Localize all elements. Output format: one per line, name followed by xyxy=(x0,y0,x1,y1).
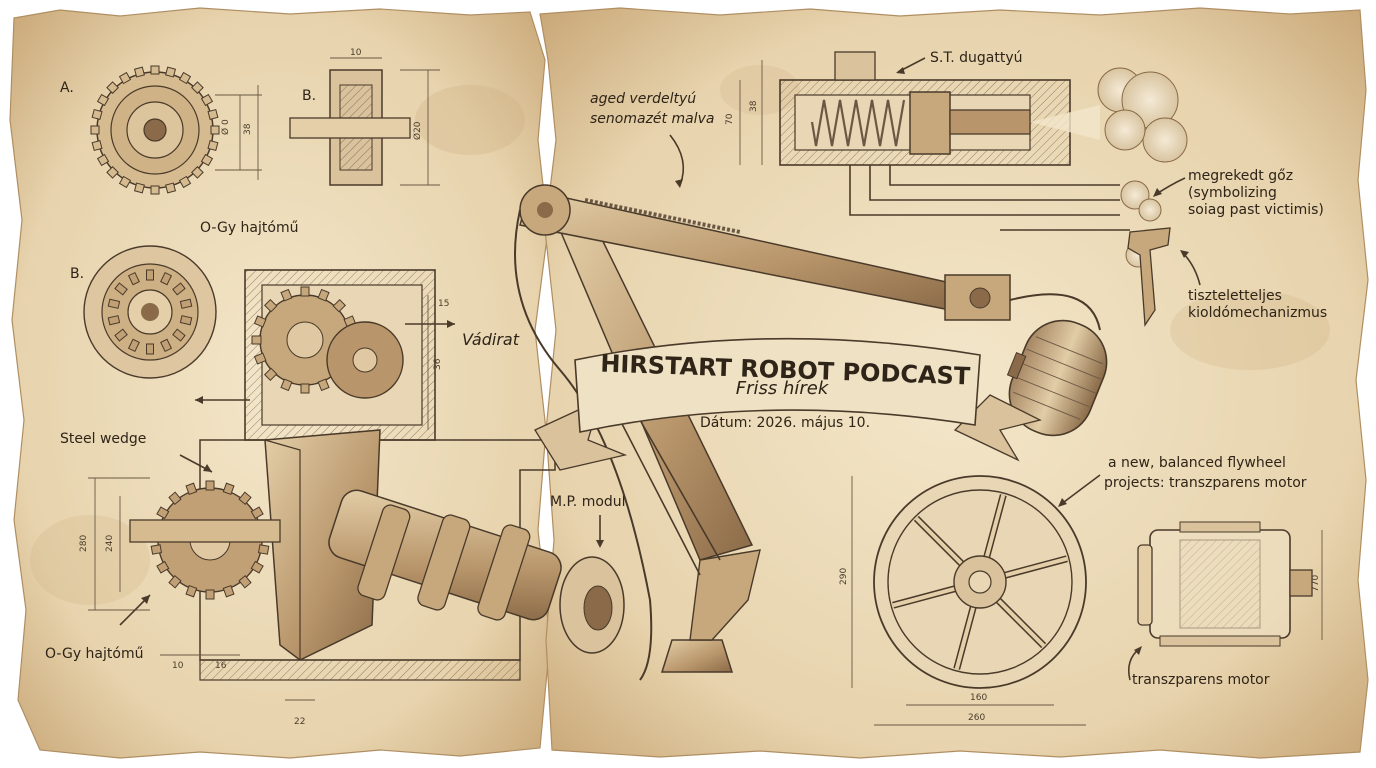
dim-38-piston: 38 xyxy=(749,100,759,112)
label-st-dugattyu: S.T. dugattyú xyxy=(930,50,1023,66)
gear-a-drawing: A. Ø 0 38 xyxy=(60,65,262,195)
banner-subtitle: Friss hírek xyxy=(736,378,830,399)
microphone-icon xyxy=(1006,319,1108,437)
banner-date: Dátum: 2026. május 10. xyxy=(700,415,870,431)
label-goz-line1: megrekedt gőz xyxy=(1188,168,1293,184)
dim-15: 15 xyxy=(438,299,449,309)
lower-left-dimensions: 280 240 10 16 22 xyxy=(79,477,315,727)
dim-22: 22 xyxy=(294,717,305,727)
dim-16: 16 xyxy=(215,661,227,671)
crankshaft-icon xyxy=(328,489,625,654)
dim-d0: Ø 0 xyxy=(220,119,231,135)
label-motor: transzparens motor xyxy=(1132,672,1270,688)
dim-280: 280 xyxy=(79,535,89,552)
label-flywheel-line2: projects: transzparens motor xyxy=(1104,475,1307,491)
label-flywheel-line1: a new, balanced flywheel xyxy=(1108,455,1286,471)
title-banner: HIRSTART ROBOT PODCAST Friss hírek Dátum… xyxy=(534,337,1042,471)
gear-b-drawing: B. xyxy=(70,245,217,379)
dim-160: 160 xyxy=(970,693,987,703)
dim-70: 70 xyxy=(725,113,735,125)
motor-icon: 770 xyxy=(1137,521,1323,647)
dim-290: 290 xyxy=(839,568,849,585)
dim-10-top: 10 xyxy=(350,48,362,58)
dim-770: 770 xyxy=(1311,575,1321,592)
label-aged-line1: aged verdeltyú xyxy=(590,91,696,107)
steel-wedge-drawing xyxy=(129,429,381,661)
label-aged-line2: senomazét malva xyxy=(590,111,714,127)
label-trigger-line1: tiszteletteljes xyxy=(1188,288,1282,304)
label-trigger-line2: kioldómechanizmus xyxy=(1188,305,1327,321)
dim-d38: 38 xyxy=(243,123,253,135)
part-b-drawing: B. 10 Ø20 xyxy=(289,48,440,186)
label-ogy-bottom: O-Gy hajtómű xyxy=(45,646,143,662)
gearbox-assembly: 15 36 xyxy=(195,269,556,681)
flywheel-icon xyxy=(873,475,1087,689)
label-steel-wedge: Steel wedge xyxy=(60,431,146,447)
label-goz-line2: (symbolizing xyxy=(1188,185,1277,201)
label-b-mid: B. xyxy=(70,266,84,282)
label-a: A. xyxy=(60,80,74,96)
piston-icon: 70 38 xyxy=(725,51,1130,231)
label-mp-modul: M.P. modul xyxy=(550,494,626,510)
dim-36: 36 xyxy=(433,358,443,370)
flywheel-dimensions: 290 160 260 xyxy=(839,476,1086,726)
label-vadirat: Vádirat xyxy=(462,330,520,349)
label-ogy-top: O-Gy hajtómű xyxy=(200,220,298,236)
dim-260: 260 xyxy=(968,713,985,723)
dim-d20: Ø20 xyxy=(412,121,423,140)
trigger-mechanism xyxy=(1127,227,1171,327)
label-b-top: B. xyxy=(302,88,316,104)
dim-10-bottom: 10 xyxy=(172,661,184,671)
steam-cloud-icon xyxy=(1030,67,1188,268)
dim-240: 240 xyxy=(105,535,115,552)
gear-icon xyxy=(90,65,220,195)
label-goz-line3: soiag past victimis) xyxy=(1188,202,1324,218)
